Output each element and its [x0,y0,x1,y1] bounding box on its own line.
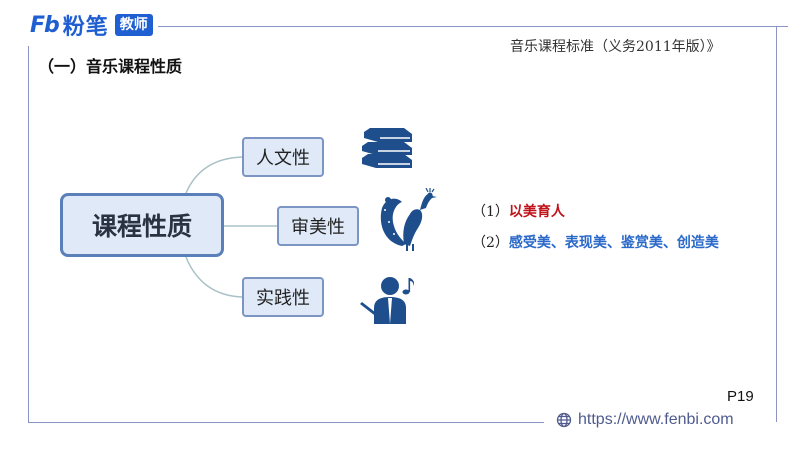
point-2: （2）感受美、表现美、鉴赏美、创造美 [472,232,719,252]
frame-top-line [158,26,788,27]
section-title: （一）音乐课程性质 [38,57,183,76]
peacock-icon [380,188,437,251]
page-number: P19 [727,388,754,405]
globe-icon [556,412,572,428]
source-reference: 音乐课程标准（义务2011年版）》 [510,39,721,55]
point-1-number: （1） [472,204,509,220]
brand-logo: Fb 粉笔 教师 [30,10,153,40]
brand-badge: 教师 [114,14,153,36]
point-1: （1）以美育人 [472,201,565,221]
conductor-icon [360,277,414,324]
website-url[interactable]: https://www.fenbi.com [578,411,734,428]
mindmap-node-renwen: 人文性 [242,137,324,177]
point-2-text: 感受美、表现美、鉴赏美、创造美 [508,235,719,251]
frame-left-line [28,46,29,422]
connector-renwen [185,156,243,194]
brand-name: 粉笔 [62,15,109,40]
website-footer: https://www.fenbi.com [556,411,734,429]
connector-shijian [185,256,243,298]
point-2-number: （2） [472,235,509,251]
mindmap-node-shenmei: 审美性 [277,206,359,246]
mindmap-root-node: 课程性质 [60,193,224,257]
mindmap-node-shijian: 实践性 [242,277,324,317]
frame-bottom-line [28,422,544,423]
books-icon [362,128,412,168]
brand-mark: Fb [30,12,60,38]
frame-right-line [776,26,777,422]
point-1-text: 以美育人 [508,204,565,220]
